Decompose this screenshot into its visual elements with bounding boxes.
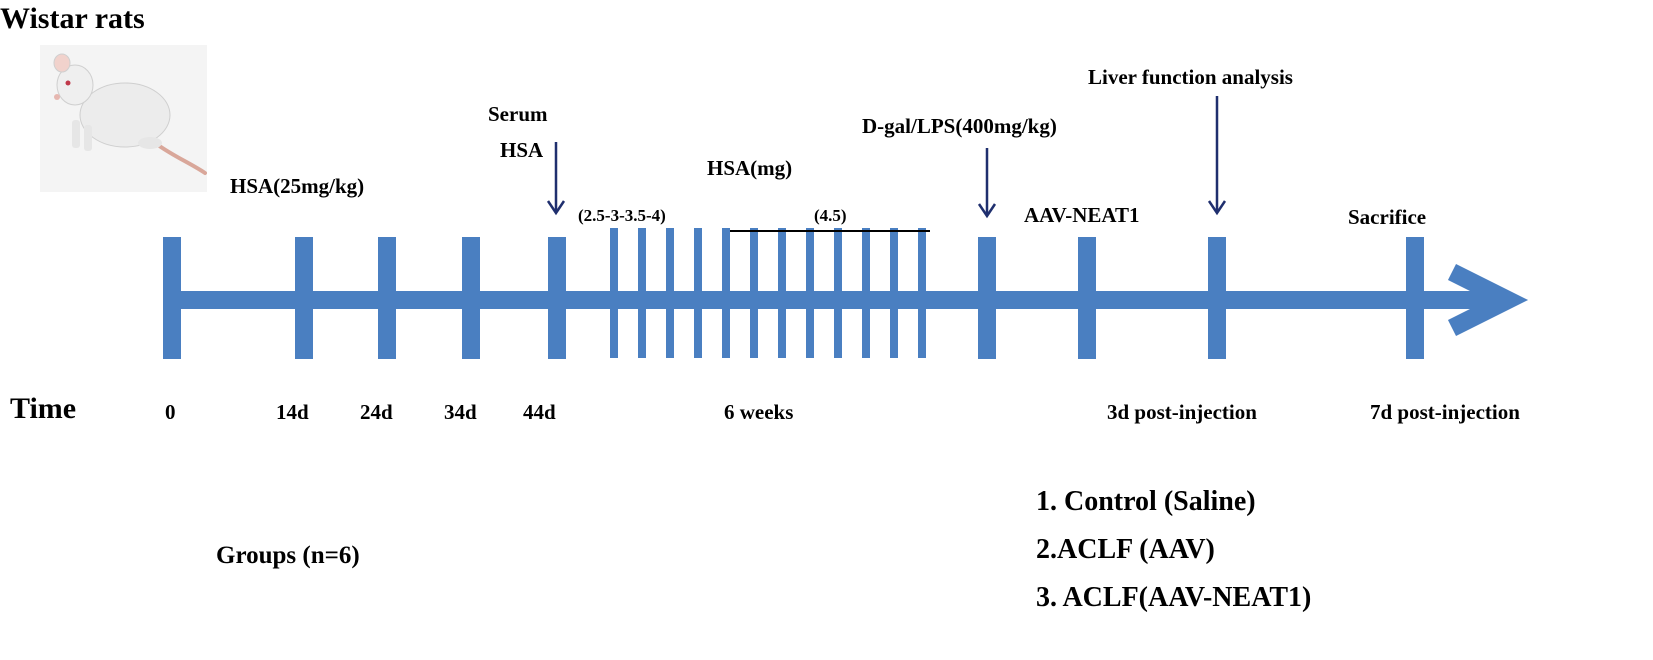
timeline-shaft (172, 291, 1494, 309)
weekly-ticks (610, 228, 926, 358)
tick-3d-post (1208, 237, 1226, 359)
aav-label: AAV-NEAT1 (1024, 203, 1140, 227)
serum-hsa-label: HSA (500, 138, 544, 162)
tick-aav (1078, 237, 1096, 359)
tick-dgal-lps (978, 237, 996, 359)
diagram-title: Wistar rats (0, 2, 145, 35)
group-item-3: 3. ACLF(AAV-NEAT1) (1036, 582, 1312, 613)
tick-34d (462, 237, 480, 359)
dose-ramp-label: (2.5-3-3.5-4) (578, 206, 666, 225)
tick-24d (378, 237, 396, 359)
tick-14d (295, 237, 313, 359)
time-tick-0: 0 (165, 400, 176, 424)
tick-44d (548, 237, 566, 359)
serum-arrow (546, 142, 566, 216)
sacrifice-label: Sacrifice (1348, 205, 1427, 229)
serum-label: Serum (488, 102, 548, 126)
dose-maintain-label: (4.5) (814, 206, 847, 225)
time-tick-14d: 14d (276, 400, 309, 424)
rat-photo (40, 45, 207, 192)
time-tick-34d: 34d (444, 400, 477, 424)
hsa-mg-label: HSA(mg) (707, 156, 793, 180)
dgal-lps-label: D-gal/LPS(400mg/kg) (862, 114, 1057, 138)
liver-function-arrow (1207, 96, 1227, 216)
time-tick-7d-post: 7d post-injection (1370, 400, 1520, 424)
tick-7d-post (1406, 237, 1424, 359)
time-tick-24d: 24d (360, 400, 393, 424)
tick-0 (163, 237, 181, 359)
time-label: Time (10, 392, 77, 425)
time-tick-3d-post: 3d post-injection (1107, 400, 1257, 424)
dgal-lps-arrow (977, 148, 997, 219)
rat-photo-icon (53, 53, 207, 175)
timeline-arrowhead (1447, 263, 1529, 337)
group-item-2: 2.ACLF (AAV) (1036, 534, 1215, 565)
time-tick-6-weeks: 6 weeks (724, 400, 794, 424)
hsa-dose-label: HSA(25mg/kg) (230, 174, 365, 198)
time-tick-44d: 44d (523, 400, 556, 424)
groups-label: Groups (n=6) (216, 542, 360, 569)
group-item-1: 1. Control (Saline) (1036, 486, 1256, 517)
liver-function-label: Liver function analysis (1088, 65, 1293, 89)
